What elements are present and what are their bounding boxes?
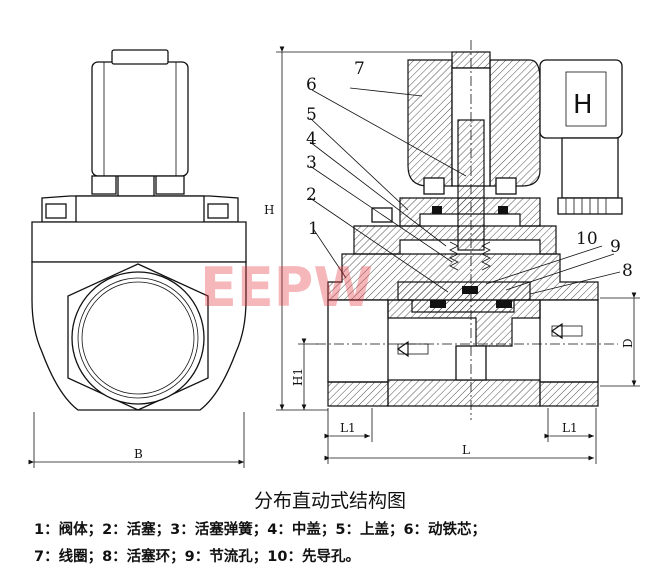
callout-6: 6	[306, 75, 317, 95]
leader-5	[309, 117, 409, 211]
dim-label-b: B	[134, 447, 143, 461]
leader-8	[529, 271, 621, 295]
svg-text:EEPW: EEPW	[200, 256, 373, 316]
dim-label-d: D	[621, 338, 635, 348]
leader-2	[309, 197, 449, 293]
leader-1	[313, 229, 347, 279]
leader-7	[349, 87, 423, 97]
dim-label-h: H	[264, 203, 274, 217]
callout-10: 10	[576, 229, 598, 249]
section-view: H	[264, 40, 640, 464]
callout-3: 3	[306, 153, 317, 173]
valve-structure-drawing: B H	[28, 40, 640, 468]
leader-9	[505, 253, 615, 291]
dim-label-l1-right: L1	[562, 421, 578, 435]
dim-label-h1: H1	[291, 368, 305, 386]
callout-1: 1	[308, 219, 319, 239]
dim-label-l: L	[462, 443, 470, 457]
legend-line-1: 1：阀体；2：活塞；3：活塞弹簧；4：中盖；5：上盖；6：动铁芯；	[34, 522, 487, 538]
front-view: B	[28, 49, 247, 468]
legend-line-2: 7：线圈；8：活塞环；9：节流孔；10：先导孔。	[34, 549, 360, 565]
callout-2: 2	[306, 185, 317, 205]
callout-5: 5	[306, 105, 317, 125]
dim-label-l1-left: L1	[340, 421, 356, 435]
eepw-watermark-logo: EEPW	[200, 256, 373, 316]
diagram-caption: 分布直动式结构图	[253, 490, 406, 512]
callout-8: 8	[622, 261, 633, 281]
leader-10	[485, 245, 603, 285]
leader-3	[309, 165, 453, 263]
callout-9: 9	[610, 237, 621, 257]
leader-6	[311, 89, 467, 177]
callout-4: 4	[306, 129, 317, 149]
callout-7: 7	[354, 59, 365, 79]
connector-glyph: H	[573, 90, 593, 120]
leader-4	[309, 141, 447, 247]
